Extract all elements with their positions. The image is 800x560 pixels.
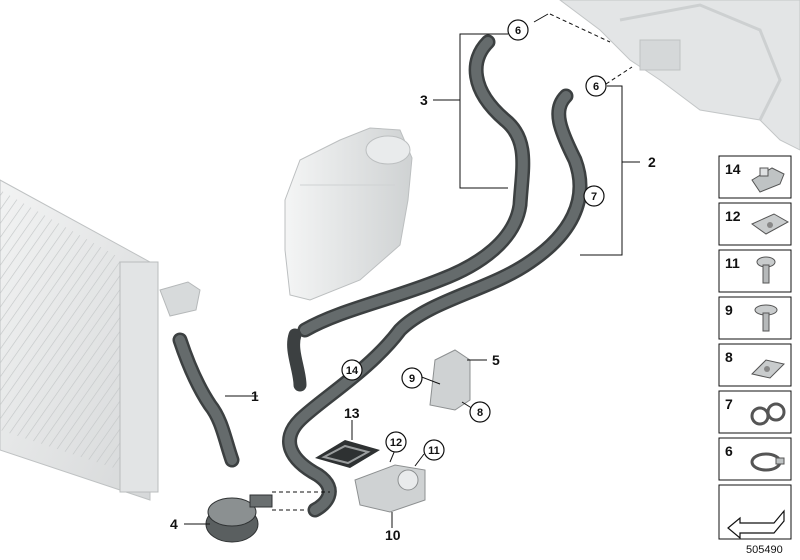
legend-cell-14: 14 [718, 155, 792, 199]
arrow-indicator-icon [727, 509, 785, 540]
radiator [0, 179, 201, 501]
callout-3: 3 [420, 92, 428, 108]
hex-screw-icon [754, 304, 778, 332]
leader-lines [184, 13, 640, 528]
square-nut-icon [751, 359, 785, 379]
hoses [172, 34, 588, 518]
bracket-5 [429, 349, 471, 411]
svg-text:9: 9 [725, 302, 733, 318]
callout-10: 10 [385, 527, 401, 543]
callout-6a: 6 [515, 25, 521, 37]
bracket-10 [354, 464, 426, 513]
callout-5: 5 [492, 352, 500, 368]
callout-4: 4 [170, 516, 178, 532]
gasket-13 [315, 440, 380, 468]
diagram-id: 505490 [746, 544, 783, 556]
legend-cell-12: 12 [718, 202, 792, 246]
legend-cell-6: 6 [718, 437, 792, 481]
hose-clamp-icon [750, 452, 785, 472]
spring-nut-icon [751, 213, 790, 235]
callout-12: 12 [390, 437, 402, 449]
legend-cell-7: 7 [718, 390, 792, 434]
double-clip-icon [750, 402, 786, 426]
callout-labels: 1 2 3 4 5 10 13 [170, 92, 656, 543]
callout-1: 1 [251, 388, 259, 404]
circled-callouts [341, 19, 607, 461]
hose-clamp-clip-icon [751, 167, 785, 193]
legend-cell-8: 8 [718, 343, 792, 387]
callout-8: 8 [477, 407, 483, 419]
callout-7: 7 [591, 191, 597, 203]
expansion-tank [284, 127, 413, 301]
circled-callout-labels: 6 6 7 8 9 11 12 14 [346, 25, 599, 457]
hvac-unit [559, 0, 800, 151]
callout-2: 2 [648, 154, 656, 170]
legend-cell-9: 9 [718, 296, 792, 340]
svg-text:12: 12 [725, 208, 741, 224]
callout-14: 14 [346, 365, 359, 377]
legend-cell-11: 11 [718, 249, 792, 293]
callout-13: 13 [344, 405, 360, 421]
parts-legend: 14 12 11 9 [718, 155, 792, 540]
svg-text:11: 11 [725, 255, 740, 271]
callout-6b: 6 [593, 81, 599, 93]
legend-cell-arrow [718, 484, 792, 540]
svg-text:6: 6 [725, 443, 733, 459]
svg-text:7: 7 [725, 396, 733, 412]
svg-text:14: 14 [725, 161, 741, 177]
callout-11: 11 [428, 445, 440, 457]
callout-9: 9 [409, 373, 415, 385]
torx-screw-icon [756, 256, 776, 284]
water-pump [205, 494, 273, 543]
svg-text:8: 8 [725, 349, 733, 365]
